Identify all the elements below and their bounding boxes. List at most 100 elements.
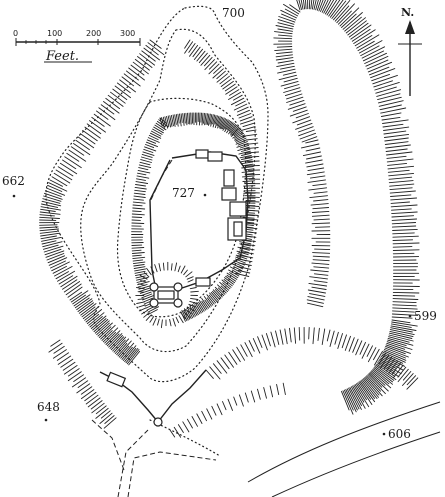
hachure-stroke bbox=[226, 272, 238, 280]
hachure-stroke bbox=[276, 51, 293, 55]
hachure-stroke bbox=[167, 115, 172, 128]
hachure-stroke bbox=[310, 269, 329, 273]
hachure-stroke bbox=[126, 70, 139, 81]
hachure-stroke bbox=[311, 286, 327, 290]
hachure-stroke bbox=[245, 227, 258, 230]
hachure-stroke bbox=[391, 208, 412, 211]
hachure-stroke bbox=[392, 242, 420, 245]
hachure-stroke bbox=[355, 340, 363, 356]
hachure-stroke bbox=[143, 312, 150, 318]
hachure-stroke bbox=[234, 132, 245, 139]
hachure-stroke bbox=[230, 125, 239, 136]
hachure-stroke bbox=[300, 143, 320, 149]
hachure-stroke bbox=[63, 365, 78, 375]
hachure-stroke bbox=[180, 265, 186, 274]
hachure-stroke bbox=[391, 316, 413, 319]
hachure-stroke bbox=[239, 243, 251, 247]
hachure-stroke bbox=[57, 270, 76, 282]
hachure-stroke bbox=[382, 119, 409, 124]
hachure-stroke bbox=[203, 112, 205, 124]
hachure-stroke bbox=[68, 149, 87, 162]
hachure-stroke bbox=[392, 291, 420, 294]
hachure-stroke bbox=[170, 263, 173, 271]
hachure-stroke bbox=[112, 336, 127, 352]
hachure-stroke bbox=[82, 129, 98, 142]
hachure-stroke bbox=[142, 151, 155, 156]
hachure-stroke bbox=[292, 116, 311, 124]
hachure-stroke bbox=[257, 388, 261, 400]
hachure-stroke bbox=[257, 336, 263, 348]
hachure-stroke bbox=[341, 390, 350, 411]
hachure-stroke bbox=[377, 96, 402, 104]
hachure-stroke bbox=[208, 61, 218, 70]
hachure-stroke bbox=[367, 374, 386, 395]
hachure-stroke bbox=[310, 203, 329, 206]
hachure-stroke bbox=[186, 310, 192, 319]
hachure-stroke bbox=[402, 373, 414, 386]
hachure-stroke bbox=[158, 119, 169, 128]
hachure-stroke bbox=[185, 112, 188, 126]
hachure-stroke bbox=[141, 309, 149, 315]
hachure-stroke bbox=[341, 13, 357, 28]
hachure-stroke bbox=[120, 342, 135, 359]
hachure-stroke bbox=[181, 309, 188, 322]
hachure-stroke bbox=[357, 382, 373, 405]
hachure-stroke bbox=[289, 327, 292, 343]
hachure-stroke bbox=[79, 133, 96, 145]
hachure-stroke bbox=[390, 327, 413, 333]
hachure-stroke bbox=[225, 86, 238, 95]
hachure-stroke bbox=[219, 117, 225, 129]
hachure-stroke bbox=[307, 167, 325, 172]
hachure-stroke bbox=[380, 112, 402, 117]
hachure-stroke bbox=[214, 115, 218, 125]
hachure-stroke bbox=[51, 261, 70, 272]
hachure-stroke bbox=[383, 350, 407, 361]
hachure-stroke bbox=[337, 10, 352, 25]
hachure-stroke bbox=[342, 12, 363, 30]
hachure-stroke bbox=[125, 348, 139, 364]
hachure-stroke bbox=[134, 186, 147, 190]
hachure-stroke bbox=[305, 139, 319, 144]
hachure-stroke bbox=[306, 171, 325, 176]
hachure-stroke bbox=[220, 78, 232, 87]
hachure-stroke bbox=[114, 338, 130, 354]
hachure-stroke bbox=[346, 388, 358, 411]
hachure-stroke bbox=[384, 137, 409, 142]
spot-height-700: 700 bbox=[222, 6, 245, 20]
hachure-stroke bbox=[175, 316, 180, 324]
hachure-stroke bbox=[159, 117, 167, 124]
hachure-stroke bbox=[41, 236, 62, 242]
hachure-stroke bbox=[124, 347, 137, 363]
hachure-stroke bbox=[234, 136, 246, 142]
hachure-stroke bbox=[229, 89, 240, 96]
hachure-stroke bbox=[318, 0, 324, 12]
hachure-stroke bbox=[137, 56, 153, 68]
hachure-stroke bbox=[392, 228, 418, 231]
hachure-stroke bbox=[145, 144, 155, 149]
hachure-stroke bbox=[221, 279, 232, 288]
svg-text:599: 599 bbox=[414, 309, 437, 323]
hachure-stroke bbox=[177, 113, 180, 124]
hachure-stroke bbox=[392, 252, 415, 255]
hachure-stroke bbox=[389, 190, 416, 194]
hachure-stroke bbox=[391, 211, 418, 215]
hachure-stroke bbox=[269, 385, 274, 398]
hachure-stroke bbox=[366, 345, 373, 357]
hachure-stroke bbox=[170, 114, 174, 127]
hachure-stroke bbox=[149, 316, 155, 323]
hachure-stroke bbox=[147, 137, 160, 143]
hachure-stroke bbox=[314, 248, 331, 251]
hachure-stroke bbox=[276, 62, 295, 68]
hachure-stroke bbox=[389, 329, 415, 336]
hachure-stroke bbox=[220, 118, 227, 130]
hachure-stroke bbox=[237, 106, 249, 113]
hachure-stroke bbox=[224, 120, 232, 133]
hachure-stroke bbox=[134, 268, 147, 272]
hachure-stroke bbox=[47, 184, 63, 192]
hachure-stroke bbox=[323, 0, 332, 14]
hachure-stroke bbox=[100, 324, 116, 340]
hachure-stroke bbox=[289, 99, 305, 106]
hachure-stroke bbox=[200, 54, 211, 66]
hachure-stroke bbox=[131, 216, 143, 218]
hachure-stroke bbox=[139, 161, 151, 166]
